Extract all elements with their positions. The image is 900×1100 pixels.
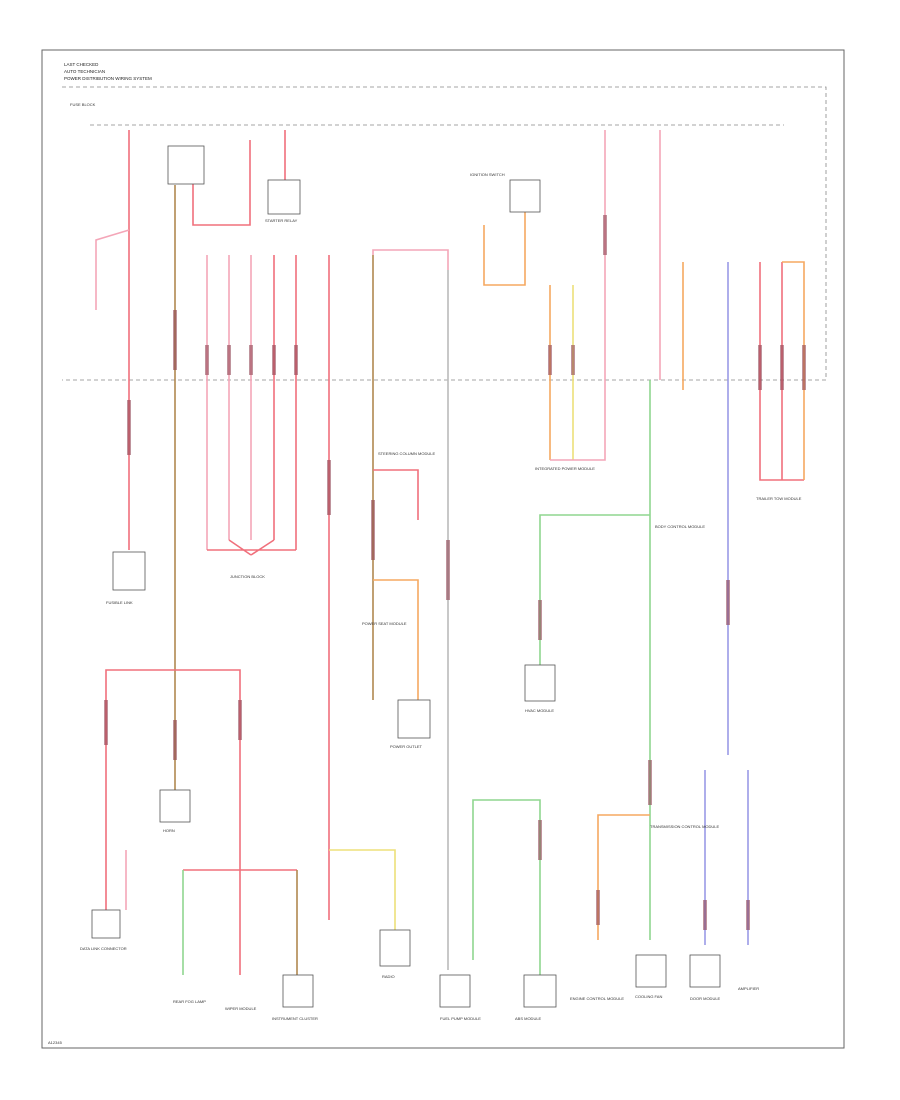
connector-mark bbox=[371, 500, 375, 560]
connector-mark bbox=[294, 345, 298, 375]
connectors-group bbox=[104, 215, 806, 930]
label-fusible-link: FUSIBLE LINK bbox=[106, 600, 133, 605]
label-trailer-module: TRAILER TOW MODULE bbox=[756, 496, 802, 501]
connector-mark bbox=[802, 345, 806, 390]
fusible-link-box bbox=[112, 551, 146, 591]
label-cooling-fan: COOLING FAN bbox=[635, 994, 662, 999]
fuel-pump-box bbox=[439, 974, 471, 1008]
label-engine-control: ENGINE CONTROL MODULE bbox=[570, 996, 624, 1001]
labels-group: STARTER RELAY IGNITION SWITCH FUSIBLE LI… bbox=[80, 172, 802, 1021]
label-rear-fog: REAR FOG LAMP bbox=[173, 999, 206, 1004]
wire-orange-1 bbox=[373, 579, 419, 700]
connector-mark bbox=[596, 890, 600, 925]
wire-pink-2 bbox=[372, 249, 449, 270]
fuse-block-boundary bbox=[62, 86, 827, 381]
label-amplifier: AMPLIFIER bbox=[738, 986, 759, 991]
label-integrated-power-module: INTEGRATED POWER MODULE bbox=[535, 466, 595, 471]
header-line-1: LAST CHECKED bbox=[64, 62, 99, 67]
label-abs-module: ABS MODULE bbox=[515, 1016, 542, 1021]
connector-mark bbox=[648, 760, 652, 805]
fuse-box-label: FUSE BLOCK bbox=[70, 102, 96, 107]
wire-pink-1 bbox=[95, 229, 130, 310]
footer-code: A12345 bbox=[48, 1040, 63, 1045]
diagram-frame bbox=[41, 49, 845, 1049]
connector-mark bbox=[703, 900, 707, 930]
connector-mark bbox=[758, 345, 762, 390]
label-data-link: DATA LINK CONNECTOR bbox=[80, 946, 127, 951]
label-cluster: INSTRUMENT CLUSTER bbox=[272, 1016, 318, 1021]
hvac-module-box bbox=[524, 664, 556, 702]
door-module-box bbox=[689, 954, 721, 988]
data-link-box bbox=[91, 909, 121, 939]
power-outlet-box bbox=[397, 699, 431, 739]
wire-red-bus-1 bbox=[207, 539, 296, 556]
connector-mark bbox=[238, 700, 242, 740]
wire-red-2 bbox=[192, 140, 251, 226]
connector-mark bbox=[327, 460, 331, 515]
wire-pink-3 bbox=[550, 130, 606, 461]
wire-green-2 bbox=[539, 514, 650, 665]
label-power-outlet: POWER OUTLET bbox=[390, 744, 423, 749]
connector-mark bbox=[538, 820, 542, 860]
connector-mark bbox=[548, 345, 552, 375]
label-radio: RADIO bbox=[382, 974, 395, 979]
starter-relay-box bbox=[267, 179, 301, 215]
label-door-module: DOOR MODULE bbox=[690, 996, 721, 1001]
wire-red-13 bbox=[105, 669, 241, 910]
ignition-switch-box bbox=[167, 145, 205, 185]
connector-mark bbox=[603, 215, 607, 255]
radio-box bbox=[379, 929, 411, 967]
wire-yellow-2 bbox=[329, 849, 396, 930]
cluster-box bbox=[282, 974, 314, 1008]
abs-module-box bbox=[523, 974, 557, 1008]
connector-mark bbox=[249, 345, 253, 375]
connector-mark bbox=[446, 540, 450, 600]
connector-mark bbox=[726, 580, 730, 625]
bcm-box bbox=[509, 179, 541, 213]
connector-mark bbox=[538, 600, 542, 640]
horn-box bbox=[159, 789, 191, 823]
label-transmission-control: TRANSMISSION CONTROL MODULE bbox=[650, 824, 720, 829]
components-group bbox=[91, 145, 721, 1008]
wire-orange-2 bbox=[483, 200, 526, 286]
connector-mark bbox=[571, 345, 575, 375]
connector-mark bbox=[780, 345, 784, 390]
label-passenger-seat: POWER SEAT MODULE bbox=[362, 621, 407, 626]
label-horn: HORN bbox=[163, 828, 175, 833]
connector-mark bbox=[104, 700, 108, 745]
label-steering-column: STEERING COLUMN MODULE bbox=[378, 451, 435, 456]
connector-mark bbox=[746, 900, 750, 930]
label-ignition-switch: IGNITION SWITCH bbox=[470, 172, 505, 177]
wire-orange-6 bbox=[782, 261, 805, 480]
wire-red-10 bbox=[373, 469, 419, 520]
label-bcm: BODY CONTROL MODULE bbox=[655, 524, 705, 529]
wires-group bbox=[95, 130, 805, 975]
connector-mark bbox=[127, 400, 131, 455]
connector-mark bbox=[205, 345, 209, 375]
connector-mark bbox=[173, 310, 177, 370]
label-fuel-pump: FUEL PUMP MODULE bbox=[440, 1016, 481, 1021]
header-line-3: POWER DISTRIBUTION WIRING SYSTEM bbox=[64, 76, 152, 81]
label-starter-relay: STARTER RELAY bbox=[265, 218, 298, 223]
label-junction-block: JUNCTION BLOCK bbox=[230, 574, 265, 579]
connector-mark bbox=[227, 345, 231, 375]
header-line-2: AUTO TECHNICIAN bbox=[64, 69, 105, 74]
connector-mark bbox=[272, 345, 276, 375]
label-hvac-module: HVAC MODULE bbox=[525, 708, 554, 713]
connector-mark bbox=[173, 720, 177, 760]
wire-orange-4 bbox=[597, 814, 650, 940]
wire-green-4 bbox=[472, 799, 541, 975]
cooling-fan-box bbox=[635, 954, 667, 988]
label-wiper-module: WIPER MODULE bbox=[225, 1006, 257, 1011]
wire-red-11 bbox=[759, 262, 804, 481]
